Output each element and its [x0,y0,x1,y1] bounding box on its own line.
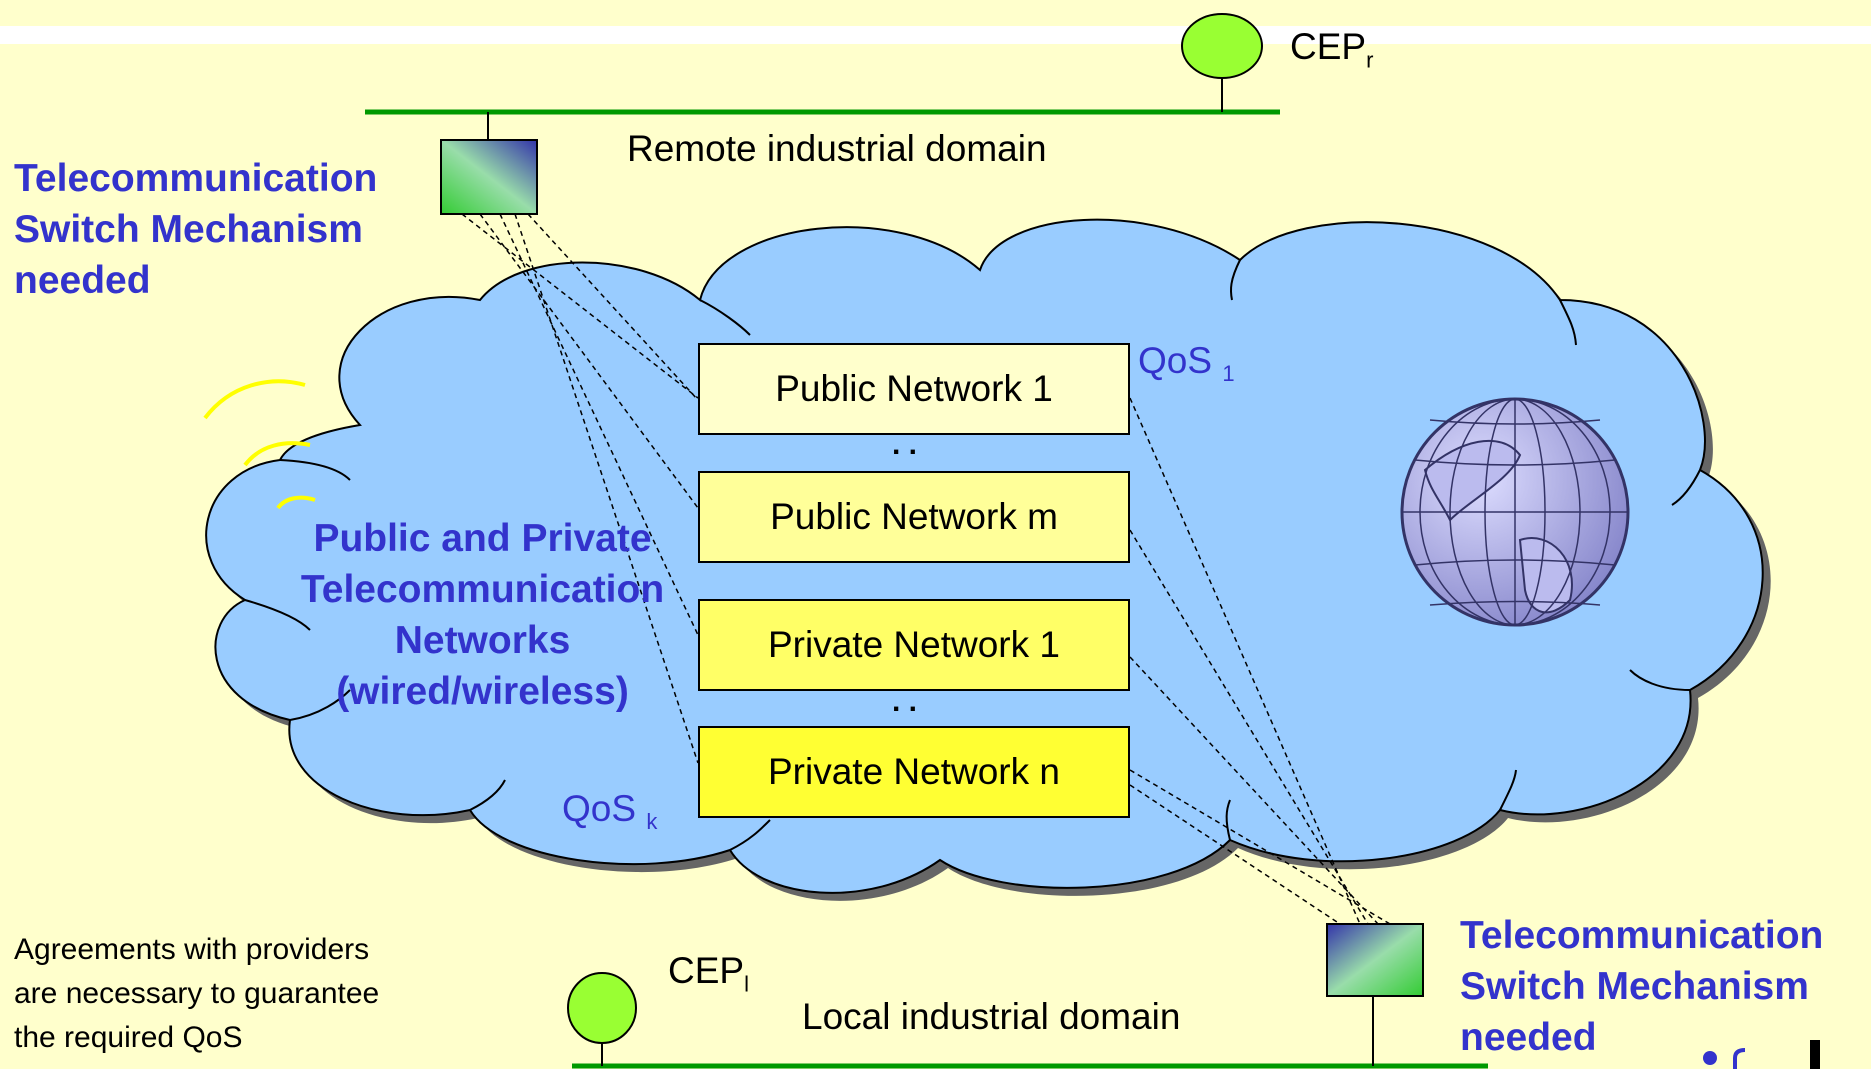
globe-icon [1400,397,1630,627]
switch-icon [1326,923,1424,997]
network-box-private-1: Private Network 1 [698,599,1130,691]
remote-domain-label: Remote industrial domain [627,128,1047,169]
network-box-private-n: Private Network n [698,726,1130,818]
qos-bottom-label: QoS k [562,788,658,834]
cloud-label: Public and Private Telecommunication Net… [300,517,665,713]
ellipsis: . . [892,428,918,461]
network-label: Public Network 1 [775,368,1053,409]
network-label: Private Network 1 [768,624,1060,665]
agreements-note: Agreements with providers are necessary … [14,933,380,1054]
logo [1703,1040,1820,1069]
cep-node-icon [1181,13,1263,79]
cep-local-label: CEPl [668,950,749,997]
dashed-links [461,213,1391,925]
qos-top-label: QoS 1 [1138,340,1235,386]
network-label: Public Network m [770,496,1058,537]
local-domain-label: Local industrial domain [802,996,1181,1037]
cloud-creases [244,259,1701,851]
cep-node-icon [567,972,637,1044]
ellipsis: . . [892,685,918,718]
network-box-public-1: Public Network 1 [698,343,1130,435]
cep-remote-label: CEPr [1290,26,1374,73]
network-box-public-m: Public Network m [698,471,1130,563]
top-band [0,26,1871,44]
wireless-icon [203,379,316,510]
local-switch-label: Telecommunication Switch Mechanism neede… [1460,914,1824,1059]
switch-icon [440,139,538,215]
remote-switch-label: Telecommunication Switch Mechanism neede… [14,157,378,302]
network-label: Private Network n [768,751,1060,792]
